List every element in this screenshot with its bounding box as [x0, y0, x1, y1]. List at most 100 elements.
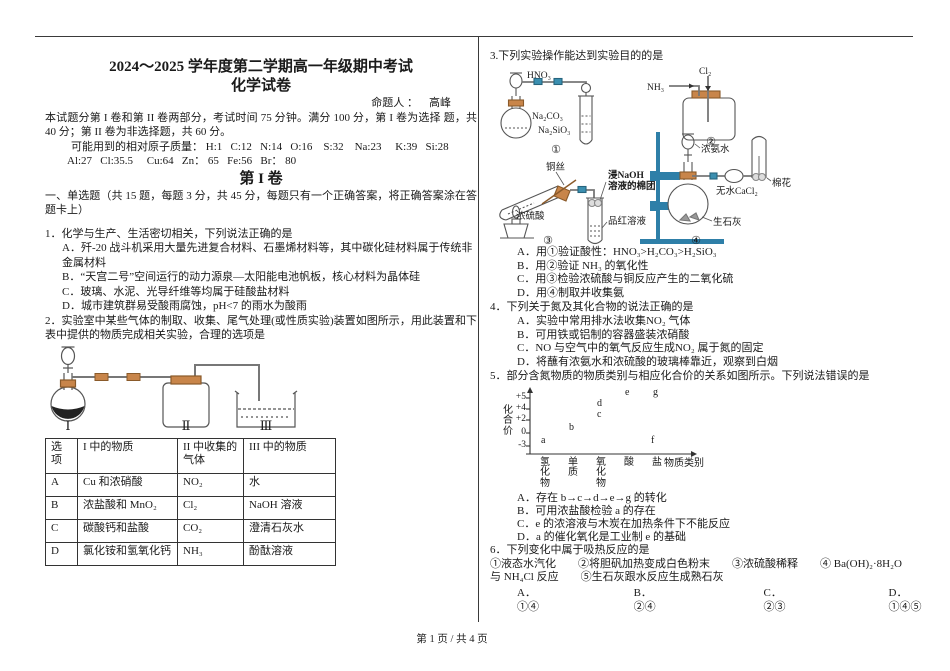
generator-flask [50, 345, 86, 422]
q6-items-line2: 与 NH₄Cl 反应 ⑤生石灰跟水反应生成熟石灰 [490, 571, 724, 584]
x-category: 盐 [652, 456, 662, 468]
y-tick: +2 [515, 413, 526, 424]
section-heading: 一、单选题（共 15 题，每题 3 分，共 45 分，每题只有一个正确答案，将正… [45, 189, 477, 217]
d2-number: ② [706, 136, 716, 146]
page-number: 第 1 页 / 共 4 页 [416, 634, 488, 645]
chart-y-axis-label: 化合价 [503, 404, 513, 437]
q6-stem: 6．下列变化中属于吸热反应的是 [490, 543, 650, 556]
q6-options-row: A．①④ B．②④ C．②③ D．①④⑤ [490, 587, 940, 615]
apparatus-label-1: Ⅰ [65, 418, 70, 431]
table-row: D 氯化铵和氢氧化钙 NH₃ 酚酞溶液 [45, 542, 336, 566]
q5-option-a: A．存在 b→c→d→e→g 的转化 [517, 491, 667, 504]
column-divider [478, 36, 479, 622]
exam-title-line1: 2024～2025 学年度第二学期高一年级期中考试 [109, 59, 413, 75]
x-category: 酸 [624, 456, 634, 468]
tube-connector [126, 372, 141, 381]
chart-axes [526, 386, 697, 457]
q4-option-b: B．可用铁或铝制的容器盛装浓硝酸 [517, 328, 690, 341]
q2-table: 选项 I 中的物质 II 中收集的气体 III 中的物质 A Cu 和浓硝酸 N… [45, 438, 336, 566]
table-row: A Cu 和浓硝酸 NO₂ 水 [45, 473, 336, 497]
apparatus-label-2: Ⅱ [182, 418, 191, 431]
q4-option-c: C．NO 与空气中的氧气反应生成NO₂ 属于氮的固定 [517, 342, 764, 355]
y-tick: +4 [515, 402, 526, 413]
right-column: 3.下列实验操作能达到实验目的的是 [490, 50, 940, 615]
d2-top-gas-label: Cl₂ [699, 67, 711, 77]
d3-number: ③ [543, 235, 553, 246]
q1-option-b: B．“天宫二号”空间运行的动力源泉—太阳能电池帆板，核心材料为晶体硅 [62, 271, 421, 283]
beaker [234, 390, 298, 428]
x-category: 氧化物 [596, 456, 606, 489]
d4-cotton-label: 棉花 [772, 177, 792, 189]
d1-tube-label: Na₂SiO₃ [538, 126, 571, 136]
atomic-masses-line2: Al:27 Cl:35.5 Cu:64 Zn： 65 Fe:56 Br： 80 [67, 155, 297, 167]
d3-cotton-label-2: 溶液的棉团 [608, 180, 656, 192]
chart-point-a: a [541, 434, 546, 446]
exam-title-line2: 化学试卷 [230, 78, 291, 94]
th-option: 选项 [45, 438, 78, 474]
q5-stem: 5．部分含氮物质的物质类别与相应化合价的关系如图所示。下列说法错误的是 [490, 369, 870, 382]
d2-left-gas-label: NH₃ [647, 83, 664, 93]
part-title: 第 I 卷 [239, 170, 283, 187]
q2-stem: 2．实验室中某些气体的制取、收集、尾气处理(或性质实验)装置如图所示，用此装置和… [45, 314, 477, 342]
chart-point-g: g [653, 386, 658, 398]
d3-acid-label: 浓硫酸 [516, 210, 545, 222]
q5-option-b: B．可用浓盐酸检验 a 的存在 [517, 504, 656, 517]
d3-cotton-label-1: 浸NaOH [608, 169, 645, 181]
chart-point-d: d [597, 397, 602, 409]
q5-chart: 化合价 +5 +4 +2 0 -3 a b c d e f g 氢化物 单质 氧… [500, 386, 732, 492]
q6-option-d: D．①④⑤ [888, 587, 922, 613]
th-substance1: I 中的物质 [77, 438, 178, 474]
top-rule [35, 36, 913, 37]
x-axis-arrow [691, 450, 697, 457]
d1-number: ① [551, 144, 561, 156]
q4-option-d: D．将蘸有浓氨水和浓硫酸的玻璃棒靠近，观察到白烟 [517, 356, 778, 369]
tube-connector [94, 372, 109, 381]
left-column: 2024～2025 学年度第二学期高一年级期中考试 化学试卷 命题人 ： 高峰 … [45, 58, 477, 566]
q3-diagram-2: Cl₂ NH₃ ② [647, 67, 736, 146]
q5-option-c: C．e 的浓溶液与木炭在加热条件下不能反应 [517, 517, 730, 530]
th-gas: II 中收集的气体 [177, 438, 244, 474]
q3-diagram-1: HNO₃ Na₂CO₃ Na₂SiO₃ ① [500, 71, 594, 156]
q5-option-d: D．a 的催化氧化是工业制 e 的基础 [517, 530, 686, 543]
exam-intro: 本试题分第 I 卷和第 II 卷两部分，考试时间 75 分钟。满分 100 分，… [45, 111, 477, 139]
d1-flask-label: Na₂CO₃ [532, 112, 563, 122]
table-header-row: 选项 I 中的物质 II 中收集的气体 III 中的物质 [45, 438, 336, 474]
collection-bottle [162, 374, 210, 428]
q3-option-d: D．用④制取并收集氨 [517, 287, 624, 300]
d3-solution-label: 品红溶液 [608, 215, 647, 227]
apparatus-label-3: Ⅲ [260, 418, 273, 431]
examiner-line: 命题人 ： 高峰 [371, 97, 451, 109]
q3-option-a: A．用①验证酸性：HNO₃>H₂CO₃>H₂SiO₃ [517, 245, 717, 258]
d4-number: ④ [691, 235, 701, 246]
q4-option-a: A．实验中常用排水法收集NO₂ 气体 [517, 314, 691, 327]
d4-desiccant-label: 无水CaCl₂ [716, 185, 758, 197]
chart-point-b: b [569, 421, 574, 433]
y-tick: +5 [515, 391, 526, 402]
chart-point-c: c [597, 408, 602, 420]
table-row: B 浓盐酸和 MnO₂ Cl₂ NaOH 溶液 [45, 496, 336, 520]
q2-apparatus-diagram: Ⅰ Ⅱ Ⅲ [50, 345, 298, 433]
q3-diagram-3: 铜丝 浓硫酸 浸NaOH 溶液的棉团 品红溶液 ③ [499, 161, 656, 246]
q6-option-a: A．①④ [517, 587, 539, 613]
q6-option-b: B．②④ [633, 587, 656, 613]
d3-wire-label: 铜丝 [546, 161, 565, 173]
q1-option-c: C．玻璃、水泥、光导纤维等均属于硅酸盐材料 [62, 285, 290, 298]
q3-option-b: B．用②验证 NH₃ 的氧化性 [517, 259, 649, 272]
th-substance3: III 中的物质 [243, 438, 336, 474]
q3-diagrams: HNO₃ Na₂CO₃ Na₂SiO₃ ① Cl₂ NH₃ ② [490, 64, 940, 246]
q1-option-a: A．歼-20 战斗机采用大量先进复合材料、石墨烯材料等，其中碳化硅材料属于传统非… [62, 242, 473, 269]
q6-items-line1: ①液态水汽化 ②将胆矾加热变成白色粉末 ③浓硫酸稀释 ④ Ba(OH)₂·8H₂… [490, 557, 902, 570]
q3-option-c: C．用③检验浓硫酸与铜反应产生的二氧化硫 [517, 273, 734, 286]
d4-ammonia-label: 浓氨水 [701, 143, 730, 155]
y-axis-arrow [527, 386, 533, 393]
q1-stem: 1．化学与生产、生活密切相关，下列说法正确的是 [45, 227, 293, 240]
q6-option-c: C．②③ [763, 587, 786, 613]
y-tick: -3 [518, 439, 526, 450]
x-category: 氢化物 [540, 456, 550, 489]
chart-x-axis-label: 物质类别 [664, 457, 704, 469]
chart-point-f: f [651, 434, 655, 446]
q3-stem: 3.下列实验操作能达到实验目的的是 [490, 50, 664, 62]
chart-point-e: e [625, 386, 630, 398]
q3-diagram-4: 浓氨水 无水CaCl₂ 棉花 生石灰 ④ [640, 131, 792, 246]
